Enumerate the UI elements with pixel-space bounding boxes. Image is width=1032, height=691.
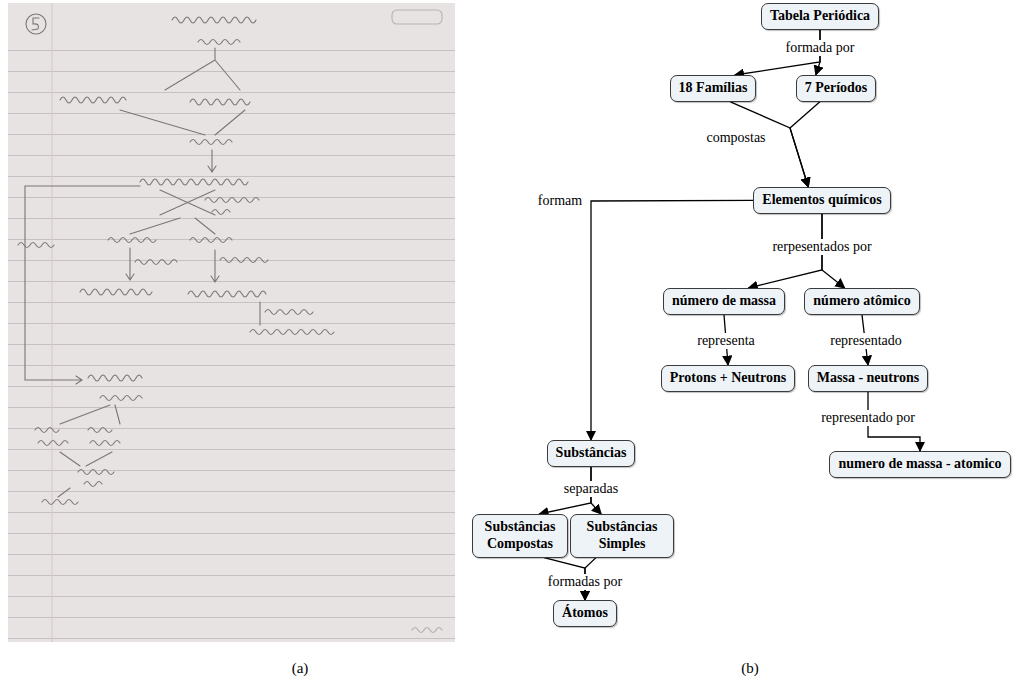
connector-arrow (591, 200, 753, 440)
concept-text: número de massa (672, 293, 776, 310)
concept-box: numero de massa - atomico (829, 451, 1010, 478)
concept-box: número de massa (663, 288, 785, 315)
concept-text: Substâncias (556, 445, 627, 462)
concept-box: Substâncias Simples (570, 514, 674, 558)
link-phrase: formada por (783, 40, 858, 57)
concept-box: número atômico (804, 288, 919, 315)
link-phrase: formam (535, 193, 585, 210)
concept-text: Elementos químicos (762, 192, 881, 209)
link-phrase: rerpesentados por (769, 239, 875, 256)
link-phrase: representado (827, 333, 905, 350)
concept-text: Protons + Neutrons (670, 370, 786, 387)
concept-text: Substâncias Compostas (481, 519, 559, 553)
concept-text: Massa - neutrons (817, 370, 919, 387)
panel-label: (a) (292, 660, 309, 677)
concept-text: Substâncias Simples (579, 519, 665, 553)
link-phrase: compostas (703, 130, 768, 147)
link-phrase: formadas por (545, 574, 625, 591)
concept-box: Massa - neutrons (808, 365, 928, 392)
concept-text: numero de massa - atomico (838, 456, 1001, 473)
link-phrase: representado por (818, 410, 918, 427)
concept-box: Tabela Periódica (761, 3, 879, 30)
concept-box: Elementos químicos (753, 187, 890, 214)
concept-text: Átomos (562, 605, 608, 622)
concept-box: 18 Famílias (670, 75, 757, 102)
concept-box: Substâncias Compostas (472, 514, 568, 558)
connector-arrow (790, 102, 820, 187)
link-phrase: representa (694, 333, 758, 350)
panel-label: (b) (741, 660, 759, 677)
concept-box: Átomos (553, 600, 617, 627)
concept-text: 7 Períodos (805, 80, 868, 97)
concept-text: 18 Famílias (679, 80, 748, 97)
link-phrase: separadas (561, 481, 621, 498)
concept-text: Tabela Periódica (770, 8, 870, 25)
concept-text: número atômico (813, 293, 910, 310)
concept-box: Protons + Neutrons (661, 365, 795, 392)
concept-box: Substâncias (547, 440, 636, 467)
concept-box: 7 Períodos (796, 75, 877, 102)
